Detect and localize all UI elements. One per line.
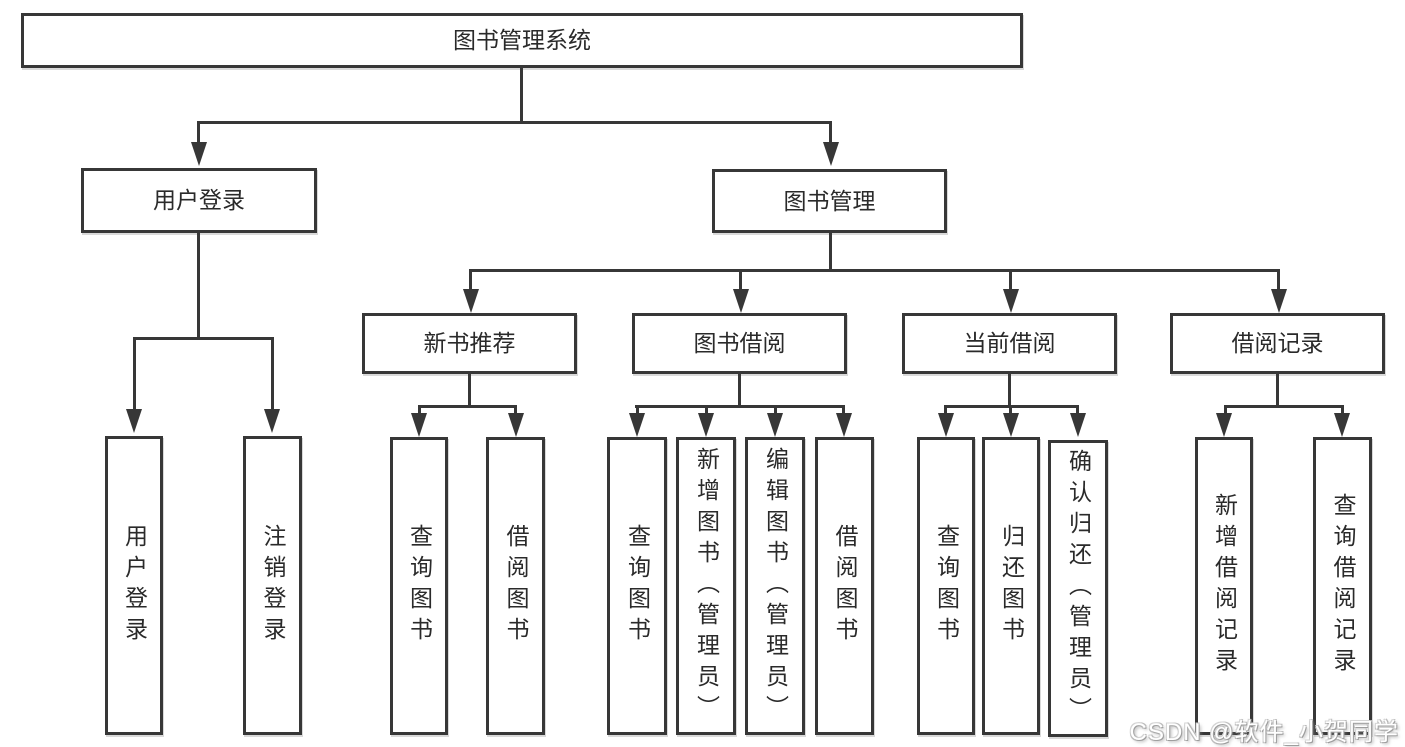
connector-line (705, 405, 708, 413)
arrow-down-icon (191, 142, 207, 166)
connector-line (133, 337, 136, 409)
arrow-down-icon (411, 413, 427, 437)
leaf-bb-borrow-books: 借阅图书 (815, 437, 874, 735)
leaf-user-login: 用户登录 (105, 436, 163, 735)
connector-line (133, 337, 274, 340)
connector-line (469, 269, 472, 289)
connector-line (829, 121, 832, 143)
arrow-down-icon (1271, 289, 1287, 313)
node-user-login: 用户登录 (81, 168, 317, 233)
leaf-cb-return-books: 归还图书 (982, 437, 1040, 735)
connector-line (829, 233, 832, 269)
leaf-br-query-record: 查询借阅记录 (1313, 437, 1372, 735)
arrow-down-icon (264, 409, 280, 433)
connector-line (944, 405, 947, 413)
connector-line (774, 405, 777, 413)
connector-line (197, 121, 200, 143)
leaf-bb-query-books: 查询图书 (607, 437, 667, 735)
arrow-down-icon (1003, 413, 1019, 437)
arrow-down-icon (1070, 413, 1086, 437)
connector-line (418, 405, 421, 413)
connector-line (1009, 405, 1012, 413)
arrow-down-icon (698, 413, 714, 437)
leaf-bb-edit-books-admin: 编辑图书（管理员） (745, 437, 805, 735)
connector-line (197, 121, 832, 124)
connector-line (514, 405, 517, 413)
arrow-down-icon (733, 289, 749, 313)
arrow-down-icon (823, 142, 839, 166)
leaf-cb-confirm-return-admin: 确认归还（管理员） (1048, 440, 1108, 737)
arrow-down-icon (938, 413, 954, 437)
connector-line (1341, 405, 1344, 413)
arrow-down-icon (126, 409, 142, 433)
connector-line (469, 269, 1279, 272)
connector-line (1277, 269, 1280, 289)
connector-line (738, 374, 741, 405)
leaf-nbr-query-books: 查询图书 (390, 437, 448, 735)
node-current-borrow: 当前借阅 (902, 313, 1117, 374)
arrow-down-icon (1334, 413, 1350, 437)
connector-line (1008, 374, 1011, 405)
connector-line (418, 405, 517, 408)
arrow-down-icon (767, 413, 783, 437)
arrow-down-icon (629, 413, 645, 437)
arrow-down-icon (836, 413, 852, 437)
leaf-nbr-borrow-books: 借阅图书 (486, 437, 545, 735)
connector-line (636, 405, 639, 413)
connector-line (1276, 374, 1279, 405)
arrow-down-icon (463, 289, 479, 313)
leaf-br-add-record: 新增借阅记录 (1195, 437, 1253, 735)
connector-line (739, 269, 742, 289)
leaf-bb-add-books-admin: 新增图书（管理员） (676, 437, 736, 735)
connector-line (1224, 405, 1227, 413)
node-borrow-record: 借阅记录 (1170, 313, 1385, 374)
connector-line (520, 68, 523, 121)
connector-line (468, 374, 471, 405)
arrow-down-icon (1003, 289, 1019, 313)
connector-line (271, 337, 274, 409)
connector-line (842, 405, 845, 413)
node-book-borrow: 图书借阅 (632, 313, 847, 374)
connector-line (197, 233, 200, 337)
connector-line (635, 405, 844, 408)
connector-line (1224, 405, 1343, 408)
csdn-watermark: CSDN @软件_小贺同学 (1129, 719, 1399, 746)
node-book-management: 图书管理 (712, 169, 947, 233)
connector-line (1009, 269, 1012, 289)
connector-line (1076, 405, 1079, 413)
arrow-down-icon (1216, 413, 1232, 437)
node-new-book-recommend: 新书推荐 (362, 313, 577, 374)
arrow-down-icon (508, 413, 524, 437)
leaf-cb-query-books: 查询图书 (917, 437, 975, 735)
node-root: 图书管理系统 (21, 13, 1023, 68)
leaf-logout: 注销登录 (243, 436, 302, 735)
